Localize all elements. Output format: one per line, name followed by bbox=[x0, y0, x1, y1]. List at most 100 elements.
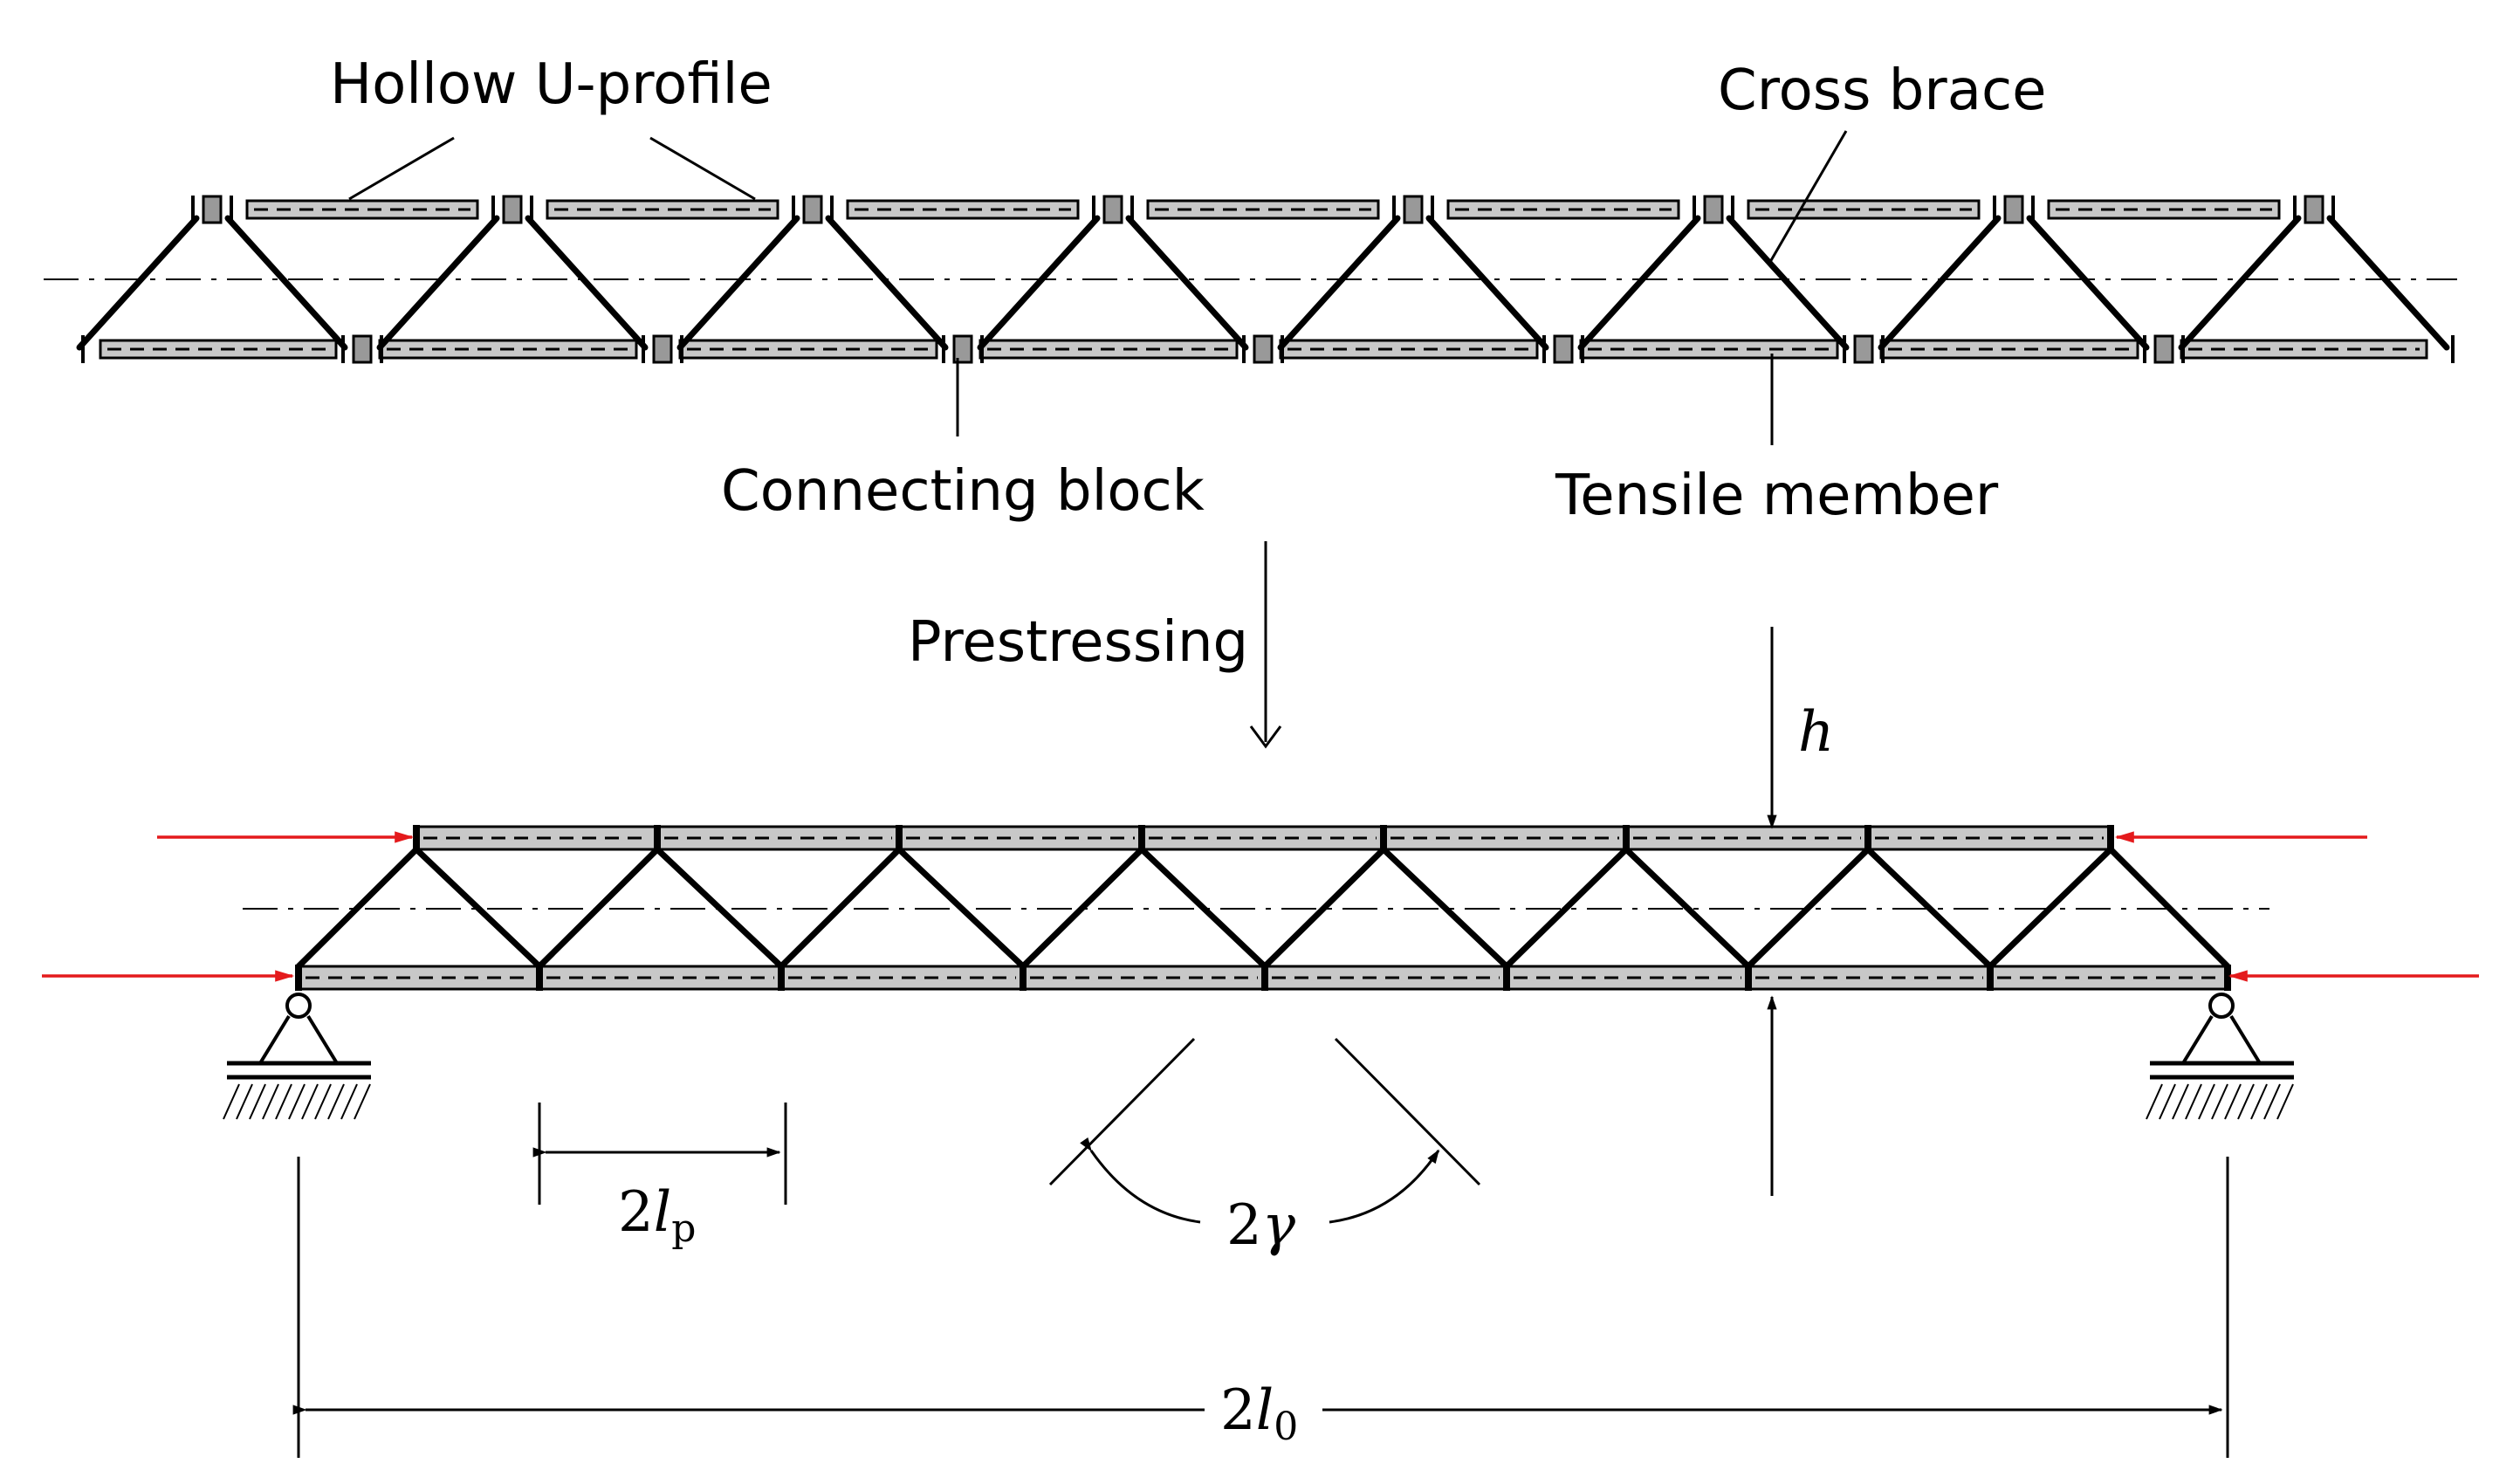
label-tensile-member: Tensile member bbox=[1555, 464, 1999, 528]
cross-brace bbox=[2326, 215, 2450, 351]
connecting-block-bottom bbox=[952, 334, 973, 364]
tensile-member-profile bbox=[978, 339, 1239, 360]
cross-brace bbox=[2026, 215, 2150, 351]
tensile-member-profile bbox=[1879, 339, 2139, 360]
diagonal bbox=[1138, 846, 1268, 970]
connecting-block-top bbox=[1703, 195, 1724, 224]
bottom-chord bbox=[297, 965, 2229, 991]
unassembled-truss bbox=[44, 195, 2457, 364]
top-chord bbox=[415, 825, 2112, 851]
hollow-u-profile-top bbox=[1146, 199, 1380, 220]
diagonal bbox=[1380, 846, 1510, 970]
ground-hatch bbox=[2159, 1083, 2176, 1120]
top-chord-segment bbox=[656, 825, 901, 851]
diagonal bbox=[2107, 846, 2231, 970]
support-right bbox=[2146, 993, 2294, 1120]
cross-brace bbox=[1577, 215, 1701, 351]
connecting-block-top bbox=[2003, 195, 2024, 224]
ground-hatch bbox=[2224, 1083, 2242, 1120]
tensile-member-profile bbox=[99, 339, 338, 360]
cross-brace bbox=[2178, 215, 2302, 351]
ground-hatch bbox=[354, 1083, 371, 1120]
diagonal bbox=[1864, 846, 1994, 970]
tensile-member-profile bbox=[2180, 339, 2428, 360]
top-chord-segment bbox=[1866, 825, 2112, 851]
ground-hatch bbox=[2172, 1083, 2189, 1120]
diagonal bbox=[654, 846, 785, 970]
support-left bbox=[223, 993, 371, 1120]
connecting-block-bottom bbox=[1553, 334, 1574, 364]
leader-hollow-u-profile-right bbox=[649, 136, 756, 201]
diagonals bbox=[295, 846, 2231, 970]
panel-length-dimension bbox=[532, 1103, 787, 1205]
bottom-chord-segment bbox=[779, 965, 1025, 991]
ground-hatch bbox=[236, 1083, 253, 1120]
cross-brace bbox=[676, 215, 800, 351]
connecting-block-top bbox=[1102, 195, 1123, 224]
top-chord-segment bbox=[415, 825, 659, 851]
bottom-chord-segment bbox=[538, 965, 783, 991]
cross-brace bbox=[1425, 215, 1549, 351]
tensile-member-profile bbox=[1579, 339, 1839, 360]
connecting-block-bottom bbox=[1853, 334, 1874, 364]
top-chord-segment bbox=[1140, 825, 1385, 851]
angle-dimension bbox=[1048, 1037, 1481, 1224]
joint-markers bbox=[295, 825, 2231, 991]
ground-hatch bbox=[275, 1083, 292, 1120]
prestressing-arrow bbox=[1249, 541, 1282, 749]
diagonal bbox=[413, 846, 543, 970]
top-chord-segment bbox=[1382, 825, 1628, 851]
connecting-block-top bbox=[502, 195, 523, 224]
hollow-u-profile-top bbox=[546, 199, 779, 220]
connecting-block-bottom bbox=[352, 334, 373, 364]
cross-brace bbox=[1277, 215, 1401, 351]
bottom-chord-segment bbox=[1021, 965, 1267, 991]
ground-hatch bbox=[340, 1083, 358, 1120]
label-height: h bbox=[1798, 700, 1834, 765]
diagonal bbox=[536, 846, 661, 970]
leader-hollow-u-profile-left bbox=[348, 136, 455, 201]
diagonal bbox=[1623, 846, 1752, 970]
bottom-chord-segment bbox=[1988, 965, 2229, 991]
bottom-chord-segment bbox=[1747, 965, 1992, 991]
diagonal bbox=[1261, 846, 1387, 970]
connecting-block-top bbox=[1403, 195, 1424, 224]
hollow-u-profile-top bbox=[245, 199, 479, 220]
label-angle: 2γ bbox=[1226, 1193, 1296, 1258]
leader-lines bbox=[348, 130, 1848, 445]
diagonal bbox=[1745, 846, 1871, 970]
top-chord-segment bbox=[1624, 825, 1870, 851]
ground-hatch bbox=[223, 1083, 240, 1120]
cross-brace bbox=[1726, 215, 1850, 351]
cross-braces bbox=[76, 215, 2450, 351]
ground-hatch bbox=[2250, 1083, 2268, 1120]
cross-brace bbox=[525, 215, 649, 351]
cross-brace bbox=[977, 215, 1101, 351]
ground-hatch bbox=[327, 1083, 345, 1120]
ground-hatch bbox=[2198, 1083, 2215, 1120]
ground-hatch bbox=[301, 1083, 319, 1120]
diagonal bbox=[896, 846, 1027, 970]
connecting-block-bottom bbox=[1253, 334, 1274, 364]
connecting-block-top bbox=[2304, 195, 2324, 224]
tensile-member-profile bbox=[378, 339, 638, 360]
cross-brace bbox=[224, 215, 348, 351]
label-hollow-u-profile: Hollow U-profile bbox=[330, 52, 772, 117]
hollow-u-profile-top bbox=[1747, 199, 1981, 220]
connecting-block-bottom bbox=[652, 334, 673, 364]
bottom-chord-segment bbox=[1505, 965, 1750, 991]
cross-brace bbox=[76, 215, 200, 351]
diagonal bbox=[1503, 846, 1630, 970]
connecting-block-top bbox=[202, 195, 223, 224]
ground-hatch bbox=[2263, 1083, 2281, 1120]
cross-brace bbox=[1125, 215, 1249, 351]
label-cross-brace: Cross brace bbox=[1718, 58, 2047, 123]
hollow-u-profile-top bbox=[2047, 199, 2281, 220]
ground-hatch bbox=[314, 1083, 332, 1120]
tensile-member-profile bbox=[1279, 339, 1539, 360]
ground-hatch bbox=[249, 1083, 266, 1120]
hollow-u-profile-top bbox=[1446, 199, 1680, 220]
prestress-forces bbox=[42, 831, 2479, 982]
bottom-chord-segment bbox=[1263, 965, 1508, 991]
label-span: 2l0 bbox=[1220, 1378, 1298, 1449]
